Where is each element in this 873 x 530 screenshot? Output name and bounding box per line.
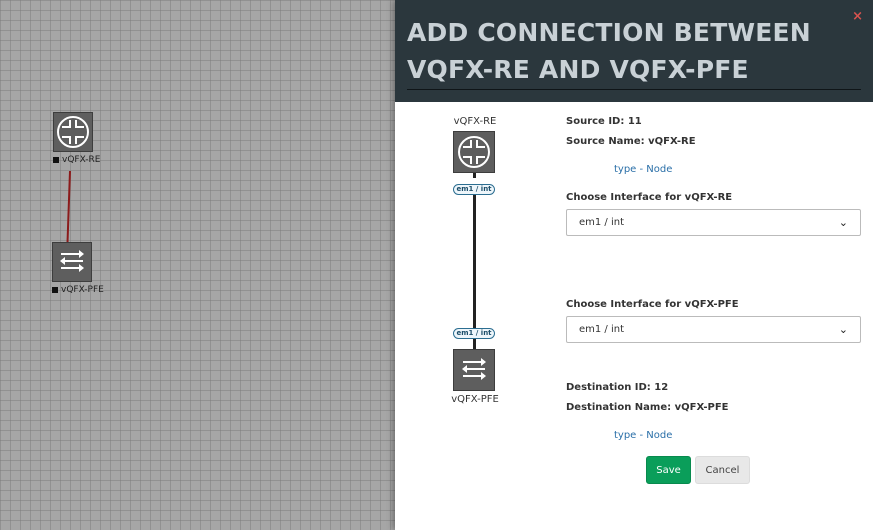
dest-interface-label: Choose Interface for vQFX-PFE: [566, 299, 739, 310]
source-type-link[interactable]: type - Node: [614, 164, 673, 175]
switch-icon: [453, 349, 495, 391]
dest-type-link[interactable]: type - Node: [614, 430, 673, 441]
connection-line: [473, 195, 476, 328]
canvas-link[interactable]: [66, 170, 71, 243]
close-icon[interactable]: ×: [852, 9, 863, 24]
router-icon: [453, 131, 495, 173]
topology-canvas[interactable]: vQFX-RE vQFX-PFE: [0, 0, 395, 530]
modal-title: ADD CONNECTION BETWEEN VQFX-RE AND VQFX-…: [407, 18, 811, 84]
diagram-source-label: vQFX-RE: [453, 116, 497, 127]
canvas-node-vqfx-pfe[interactable]: vQFX-PFE: [52, 242, 104, 295]
source-interface-label: Choose Interface for vQFX-RE: [566, 192, 733, 203]
status-square: [53, 157, 59, 163]
dest-interface-select[interactable]: em1 / int ⌄: [566, 316, 861, 343]
source-id: Source ID: 11: [566, 116, 642, 127]
router-icon: [53, 112, 93, 152]
canvas-node-label: vQFX-RE: [53, 155, 101, 165]
canvas-node-vqfx-re[interactable]: vQFX-RE: [53, 112, 101, 165]
connection-line: [473, 339, 476, 349]
source-interface-badge: em1 / int: [453, 184, 495, 195]
modal-header: ADD CONNECTION BETWEEN VQFX-RE AND VQFX-…: [395, 0, 873, 102]
dest-interface-badge: em1 / int: [453, 328, 495, 339]
switch-icon: [52, 242, 92, 282]
diagram-dest-label: vQFX-PFE: [451, 394, 499, 405]
status-square: [52, 287, 58, 293]
source-interface-select[interactable]: em1 / int ⌄: [566, 209, 861, 236]
canvas-node-label: vQFX-PFE: [52, 285, 104, 295]
cancel-button[interactable]: Cancel: [695, 456, 750, 484]
add-connection-modal: ADD CONNECTION BETWEEN VQFX-RE AND VQFX-…: [395, 0, 873, 530]
destination-name: Destination Name: vQFX-PFE: [566, 402, 729, 413]
save-button[interactable]: Save: [646, 456, 691, 484]
chevron-down-icon: ⌄: [838, 323, 848, 336]
connection-diagram: vQFX-RE em1 / int em1 / int: [395, 102, 555, 530]
header-divider: [407, 89, 861, 90]
chevron-down-icon: ⌄: [838, 216, 848, 229]
connection-line: [473, 173, 476, 178]
destination-id: Destination ID: 12: [566, 382, 669, 393]
source-name: Source Name: vQFX-RE: [566, 136, 696, 147]
